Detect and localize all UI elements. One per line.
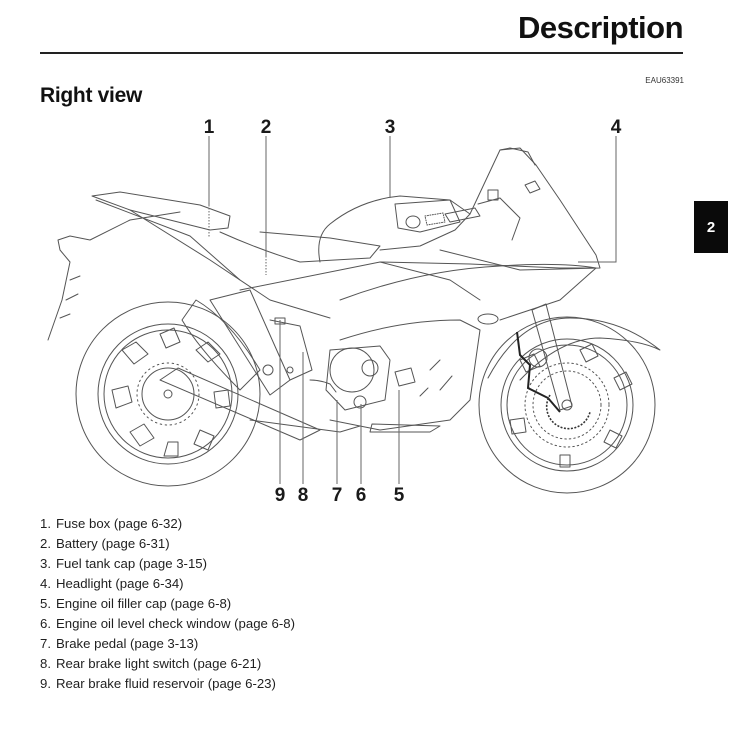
callout-7: 7 bbox=[332, 485, 343, 506]
chapter-tab: 2 bbox=[694, 201, 728, 253]
callout-4: 4 bbox=[611, 117, 622, 138]
document-code: EAU63391 bbox=[645, 76, 684, 85]
page-title: Description bbox=[517, 10, 684, 45]
front-wheel bbox=[478, 316, 656, 494]
legend-item: 5.Engine oil filler cap (page 6-8) bbox=[40, 596, 232, 611]
callout-1: 1 bbox=[204, 117, 215, 138]
legend-item: 7.Brake pedal (page 3-13) bbox=[40, 636, 199, 651]
rear-fender bbox=[47, 211, 181, 341]
legend-item: 2.Battery (page 6-31) bbox=[40, 536, 170, 551]
legend-item: 6.Engine oil level check window (page 6-… bbox=[40, 616, 295, 631]
legend-item: 1.Fuse box (page 6-32) bbox=[40, 516, 183, 531]
legend-item: 8.Rear brake light switch (page 6-21) bbox=[40, 656, 262, 671]
chapter-number: 2 bbox=[706, 218, 716, 236]
legend-text: Fuel tank cap (page 3-15) bbox=[56, 556, 208, 571]
callout-2: 2 bbox=[261, 117, 272, 138]
callout-8: 8 bbox=[298, 485, 309, 506]
motorcycle-figure: 1 2 3 4 9 8 7 6 5 bbox=[47, 117, 661, 506]
legend-text: Engine oil level check window (page 6-8) bbox=[56, 616, 295, 631]
brake-hose bbox=[516, 331, 561, 413]
motorcycle-illustration: 1 2 3 4 9 8 7 6 5 bbox=[47, 117, 661, 506]
leader-line-4 bbox=[578, 136, 617, 263]
legend-text: Engine oil filler cap (page 6-8) bbox=[56, 596, 232, 611]
windscreen bbox=[499, 147, 536, 166]
callout-5: 5 bbox=[394, 485, 405, 506]
legend-text: Battery (page 6-31) bbox=[56, 536, 170, 551]
fuel-tank bbox=[318, 195, 471, 263]
parts-legend: 1.Fuse box (page 6-32) 2.Battery (page 6… bbox=[40, 514, 295, 694]
legend-text: Headlight (page 6-34) bbox=[56, 576, 184, 591]
lower-fairing bbox=[329, 319, 481, 431]
engine bbox=[325, 345, 416, 411]
legend-text: Fuse box (page 6-32) bbox=[56, 516, 183, 531]
callout-9: 9 bbox=[275, 485, 286, 506]
mirror bbox=[524, 180, 541, 194]
callout-6: 6 bbox=[356, 485, 367, 506]
front-fairing bbox=[439, 147, 601, 271]
legend-item: 3.Fuel tank cap (page 3-15) bbox=[40, 556, 208, 571]
page-header: Description bbox=[40, 0, 684, 54]
legend-item: 4.Headlight (page 6-34) bbox=[40, 576, 184, 591]
front-fender bbox=[487, 317, 661, 381]
section-title: Right view bbox=[40, 84, 143, 107]
rear-wheel bbox=[75, 301, 261, 487]
seat bbox=[219, 231, 381, 263]
swingarm bbox=[159, 367, 321, 441]
legend-item: 9.Rear brake fluid reservoir (page 6-23) bbox=[40, 676, 276, 691]
legend-text: Brake pedal (page 3-13) bbox=[56, 636, 199, 651]
callout-3: 3 bbox=[385, 117, 396, 138]
legend-text: Rear brake fluid reservoir (page 6-23) bbox=[56, 676, 276, 691]
tail-section bbox=[91, 191, 231, 231]
muffler bbox=[181, 299, 261, 391]
legend-text: Rear brake light switch (page 6-21) bbox=[56, 656, 262, 671]
